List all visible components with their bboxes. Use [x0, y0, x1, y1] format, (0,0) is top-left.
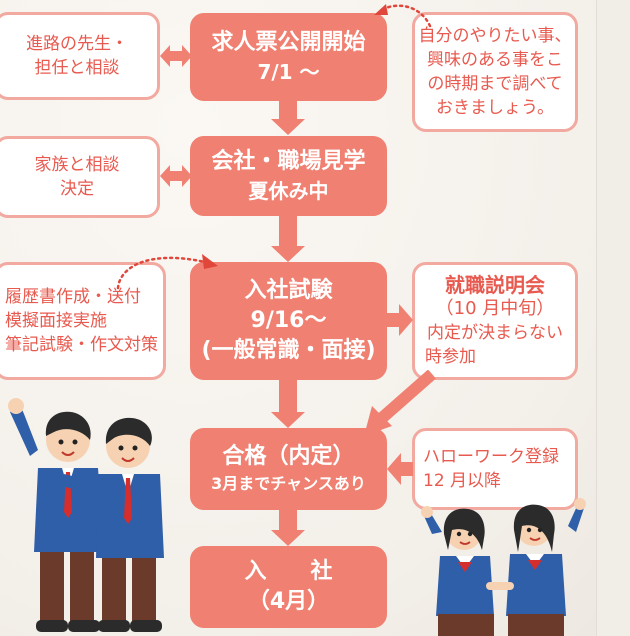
research-line4: おきましょう。 — [436, 98, 554, 118]
step-entrance-exam: 入社試験 9/16～ (一般常識・面接) — [190, 262, 387, 380]
students-boys-illustration — [8, 398, 164, 632]
page-edge — [596, 0, 630, 636]
consult-family-box: 家族と相談 決定 — [0, 136, 160, 218]
hellowork-box: ハローワーク登録 12 月以降 — [412, 428, 578, 510]
arrow-right-info — [387, 304, 413, 336]
consult-family-line2: 決定 — [60, 179, 94, 199]
arrow-diagonal-info-to-offer — [364, 370, 436, 436]
info-session-box: 就職説明会 （10 月中旬） 内定が決まらない 時参加 — [412, 262, 578, 380]
double-arrow-1 — [160, 45, 192, 67]
arrow-down-2 — [271, 246, 305, 262]
info-session-line3: 内定が決まらない — [427, 323, 563, 343]
dotted-arrow-prep — [116, 254, 218, 290]
step-join-company-title: 入 社 — [244, 559, 333, 584]
arrow-stem-1 — [279, 101, 297, 119]
prep-line2: 模擬面接実施 — [5, 311, 107, 331]
prep-box: 履歴書作成・送付 模擬面接実施 筆記試験・作文対策 — [0, 262, 166, 380]
step-company-visit-date: 夏休み中 — [248, 179, 329, 203]
info-session-date: （10 月中旬） — [435, 298, 555, 319]
students-girls-illustration — [421, 498, 586, 636]
research-line3: の時期まで調べて — [427, 74, 563, 94]
step-entrance-exam-title: 入社試験 — [244, 278, 333, 303]
arrow-left-hellowork — [387, 453, 413, 485]
research-line1: 自分のやりたい事、 — [418, 26, 572, 46]
step-entrance-exam-detail: (一般常識・面接) — [201, 338, 376, 363]
consult-teacher-line1: 進路の先生・ — [26, 34, 128, 54]
step-offer-title: 合格（内定） — [222, 444, 355, 469]
arrow-down-1 — [271, 119, 305, 135]
arrow-down-3 — [271, 412, 305, 428]
arrow-stem-3 — [279, 380, 297, 412]
info-session-line4: 時参加 — [425, 347, 476, 367]
consult-teacher-line2: 担任と相談 — [34, 58, 120, 78]
step-entrance-exam-date: 9/16～ — [250, 308, 327, 333]
step-offer: 合格（内定） 3月までチャンスあり — [190, 428, 387, 510]
step-job-posting-date: 7/1 ～ — [257, 60, 320, 84]
arrow-stem-2 — [279, 216, 297, 246]
research-line2: 興味のある事をこ — [427, 50, 563, 70]
info-session-title: 就職説明会 — [445, 273, 545, 297]
step-company-visit: 会社・職場見学 夏休み中 — [190, 136, 387, 216]
research-box: 自分のやりたい事、 興味のある事をこ の時期まで調べて おきましょう。 — [412, 12, 578, 132]
hellowork-line2: 12 月以降 — [423, 471, 502, 491]
step-job-posting: 求人票公開開始 7/1 ～ — [190, 13, 387, 101]
step-join-company-month: （4月） — [247, 589, 330, 614]
step-job-posting-title: 求人票公開開始 — [211, 30, 366, 55]
arrow-down-4 — [271, 530, 305, 546]
double-arrow-2 — [160, 165, 192, 187]
step-offer-note: 3月までチャンスあり — [211, 474, 366, 493]
arrow-stem-4 — [279, 510, 297, 530]
consult-teacher-box: 進路の先生・ 担任と相談 — [0, 12, 160, 100]
dotted-arrow-research — [374, 4, 432, 28]
step-company-visit-title: 会社・職場見学 — [211, 149, 366, 174]
consult-family-line1: 家族と相談 — [34, 155, 120, 175]
step-join-company: 入 社 （4月） — [190, 546, 387, 628]
prep-line1: 履歴書作成・送付 — [5, 287, 141, 307]
hellowork-line1: ハローワーク登録 — [423, 447, 559, 467]
prep-line3: 筆記試験・作文対策 — [5, 335, 158, 355]
